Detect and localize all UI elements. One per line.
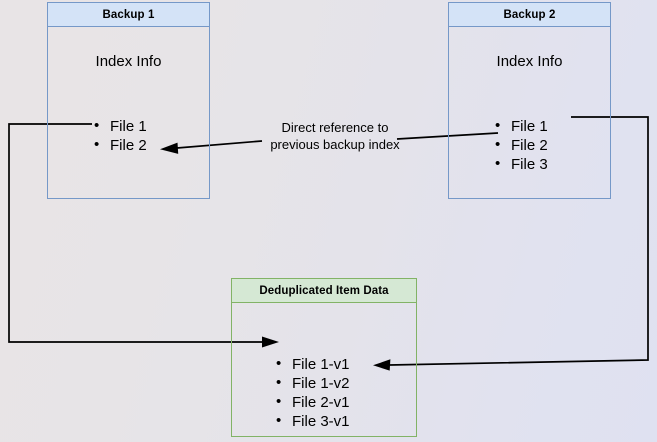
backup-1-body: Index Info File 1 File 2 bbox=[48, 27, 209, 198]
list-item: File 3-v1 bbox=[276, 411, 350, 431]
connector-backup2-file1-to-dedup bbox=[373, 116, 649, 371]
backup-1-index-info-label: Index Info bbox=[95, 53, 162, 70]
connector-backup1-file1-to-dedup bbox=[8, 123, 279, 348]
caption-line-2: previous backup index bbox=[270, 137, 400, 152]
backup-1-file-list: File 1 File 2 bbox=[94, 116, 147, 155]
backup-2-file-list: File 1 File 2 File 3 bbox=[495, 116, 548, 174]
backup-2-body: Index Info File 1 File 2 File 3 bbox=[449, 27, 610, 198]
list-item: File 2-v1 bbox=[276, 392, 350, 412]
list-item: File 2 bbox=[495, 135, 548, 155]
deduplicated-item-data-box: Deduplicated Item Data File 1-v1 File 1-… bbox=[231, 278, 417, 437]
list-item: File 1 bbox=[94, 116, 147, 136]
backup-1-header: Backup 1 bbox=[48, 3, 209, 27]
deduplicated-item-data-header: Deduplicated Item Data bbox=[232, 279, 416, 303]
deduplicated-file-list: File 1-v1 File 1-v2 File 2-v1 File 3-v1 bbox=[276, 354, 350, 431]
connector-backup2-file2-to-backup1-file2 bbox=[160, 132, 499, 154]
backup-1-box: Backup 1 Index Info File 1 File 2 bbox=[47, 2, 210, 199]
list-item: File 1-v1 bbox=[276, 354, 350, 374]
deduplicated-item-data-body: File 1-v1 File 1-v2 File 2-v1 File 3-v1 bbox=[232, 303, 416, 436]
list-item: File 2 bbox=[94, 135, 147, 155]
list-item: File 1 bbox=[495, 116, 548, 136]
direct-reference-caption: Direct reference to previous backup inde… bbox=[249, 119, 421, 153]
backup-2-header: Backup 2 bbox=[449, 3, 610, 27]
list-item: File 3 bbox=[495, 154, 548, 174]
list-item: File 1-v2 bbox=[276, 373, 350, 393]
caption-line-1: Direct reference to bbox=[281, 120, 389, 135]
backup-2-box: Backup 2 Index Info File 1 File 2 File 3 bbox=[448, 2, 611, 199]
backup-2-index-info-label: Index Info bbox=[496, 53, 563, 70]
